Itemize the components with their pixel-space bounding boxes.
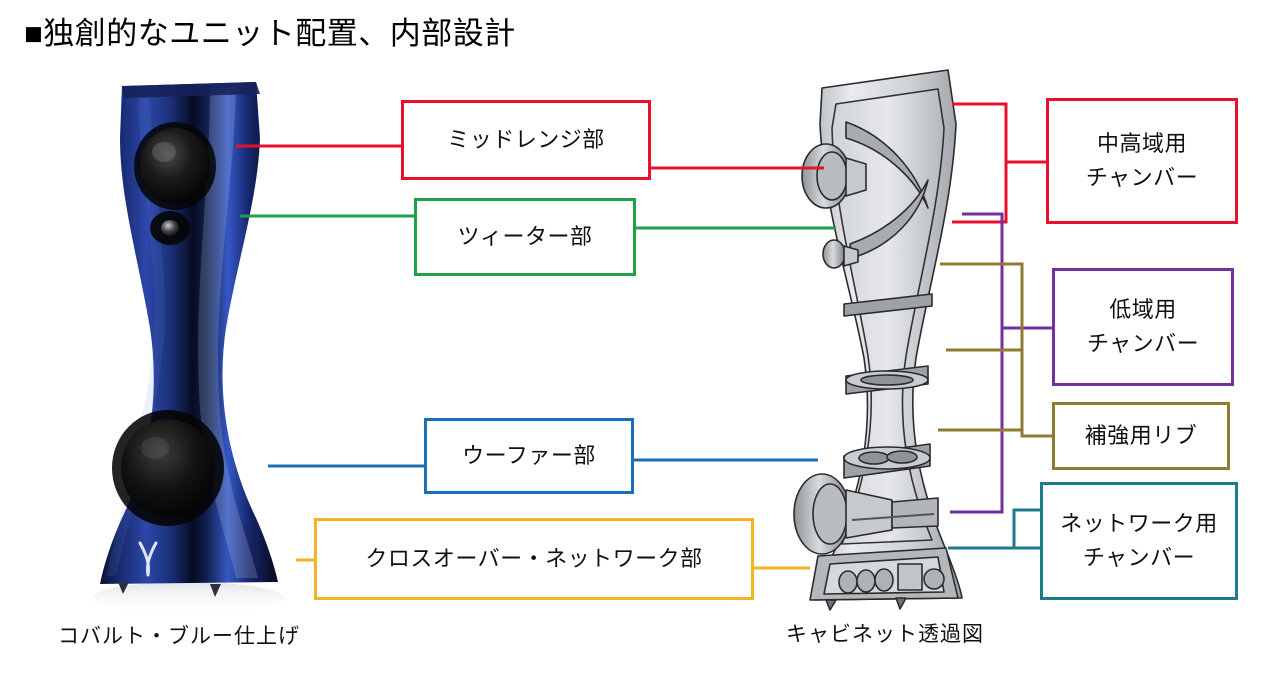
caption-right: キャビネット透過図 — [786, 622, 984, 646]
crossover-cap-1 — [838, 570, 858, 594]
label-box-tweeter[interactable]: ツィーター部 — [414, 198, 636, 276]
label-text-reinforcing-rib: 補強用リブ — [1084, 423, 1198, 448]
label-box-low-chamber[interactable]: 低域用 チャンバー — [1052, 268, 1234, 386]
upper-chamber-wall-top — [845, 121, 929, 209]
label-box-woofer[interactable]: ウーファー部 — [424, 418, 634, 494]
midrange-driver — [140, 128, 210, 204]
crossover-transformer — [897, 563, 923, 591]
cutaway-tweeter-magnet — [843, 245, 859, 267]
cutaway-woofer-motor — [845, 489, 893, 539]
label-text-crossover: クロスオーバー・ネットワーク部 — [365, 546, 703, 571]
crossover-coil — [923, 568, 945, 590]
cutaway-midrange-magnet — [845, 157, 867, 197]
upper-chamber-wall-bottom — [849, 179, 929, 259]
rib-port-hole-2 — [858, 451, 890, 465]
label-text-low-chamber-line2: チャンバー — [1086, 331, 1200, 356]
cutaway-woofer-chassis — [891, 497, 939, 529]
woofer-glint — [141, 437, 169, 459]
label-box-reinforcing-rib[interactable]: 補強用リブ — [1052, 402, 1230, 470]
cutaway-woofer-cone — [812, 483, 848, 545]
label-box-crossover[interactable]: クロスオーバー・ネットワーク部 — [314, 518, 754, 600]
spike-foot-left — [118, 582, 129, 594]
floor-reflection — [92, 582, 284, 614]
brand-logo-icon — [138, 541, 158, 577]
midrange-glint — [152, 142, 176, 162]
caption-left: コバルト・ブルー仕上げ — [58, 624, 300, 648]
cutaway-tweeter-driver — [822, 239, 846, 269]
cabinet-top — [122, 82, 260, 98]
label-text-network-chamber-line1: ネットワーク用 — [1060, 511, 1218, 536]
label-text-midrange: ミッドレンジ部 — [447, 127, 605, 152]
crossover-cap-2 — [856, 569, 876, 593]
label-box-midrange[interactable]: ミッドレンジ部 — [401, 100, 651, 180]
label-text-high-chamber-line2: チャンバー — [1085, 165, 1199, 190]
gloss-highlight-2 — [106, 90, 166, 576]
tweeter-driver — [161, 220, 179, 236]
label-text-network-chamber-line2: チャンバー — [1082, 545, 1196, 570]
cutaway-midrange-motor — [816, 151, 848, 201]
cutaway-woofer-brace — [851, 513, 935, 521]
cutaway-foot-left — [825, 599, 837, 611]
cabinet-cutaway-drawing — [788, 58, 1038, 618]
page-title: ■独創的なユニット配置、内部設計 — [24, 16, 516, 51]
speaker-photo — [60, 78, 320, 618]
woofer-driver — [121, 419, 215, 517]
label-text-low-chamber-line1: 低域用 — [1109, 297, 1177, 322]
reinforcing-rib-1 — [843, 293, 933, 317]
rib-port-hole-1 — [860, 374, 914, 386]
spike-foot-right — [210, 584, 221, 597]
label-text-high-chamber-line1: 中高域用 — [1096, 131, 1187, 156]
cutaway-foot-right — [895, 597, 907, 610]
rib-port-hole-3 — [886, 450, 918, 464]
label-box-network-chamber[interactable]: ネットワーク用 チャンバー — [1040, 482, 1238, 600]
crossover-cap-3 — [874, 568, 894, 592]
label-text-woofer: ウーファー部 — [462, 443, 596, 468]
label-box-high-chamber[interactable]: 中高域用 チャンバー — [1046, 98, 1238, 224]
label-text-tweeter: ツィーター部 — [457, 224, 593, 249]
